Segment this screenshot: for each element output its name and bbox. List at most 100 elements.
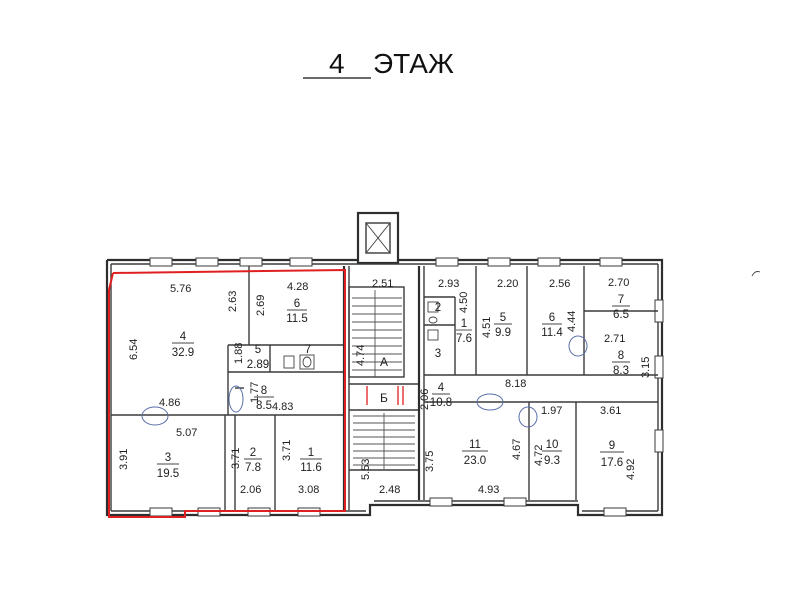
room-number: 11	[469, 439, 481, 451]
room-area: 10.8	[430, 397, 452, 409]
dimension-label: 4.74	[355, 345, 367, 366]
room-8-left: 8 8.5	[254, 385, 274, 412]
dimension-label: 2.93	[438, 278, 459, 290]
dimension-label: 8.18	[505, 378, 526, 390]
dimension-label: 2.48	[379, 484, 400, 496]
room-10: 10 9.3	[542, 439, 562, 467]
room-number: 6	[294, 298, 300, 310]
dimension-label: 5.07	[176, 427, 197, 439]
dimension-label: 4.92	[625, 459, 637, 480]
dimension-label: 1.97	[541, 405, 562, 417]
dimension-label: 3.15	[640, 357, 652, 378]
room-number: 2	[435, 302, 441, 314]
stair-a-label: А	[380, 355, 388, 369]
room-6-right: 6 11.4	[541, 312, 563, 339]
room-9: 9 17.6	[600, 440, 624, 469]
room-2-right: 2	[435, 302, 441, 314]
room-2-left: 2 7.8	[244, 447, 262, 474]
room-area: 7.8	[245, 462, 261, 474]
pen-mark	[751, 271, 761, 277]
floor-word: ЭТАЖ	[373, 48, 454, 79]
dimension-label: 1.77	[249, 382, 261, 403]
room-1-right: 1 7.6	[456, 318, 472, 345]
room-area: 8.3	[613, 365, 629, 377]
room-area: 2.89	[247, 359, 269, 371]
stair-b-label: Б	[380, 391, 388, 405]
dimension-label: 4.93	[478, 484, 499, 496]
dimension-label: 2.63	[227, 291, 239, 312]
room-number: 1	[461, 318, 467, 330]
room-area: 9.3	[544, 455, 560, 467]
room-number: 2	[250, 447, 256, 459]
room-number: 1	[308, 447, 314, 459]
room-5-right: 5 9.9	[494, 312, 512, 339]
room-number: 7	[618, 294, 624, 306]
room-number: 6	[549, 312, 555, 324]
room-number: 3	[435, 348, 441, 360]
room-number: 8	[261, 385, 267, 397]
room-area: 32.9	[172, 347, 194, 359]
stair-a: А	[348, 286, 405, 378]
stair-b: Б	[349, 383, 419, 471]
room-area: 8.5	[256, 400, 272, 412]
dimension-label: 3.71	[281, 440, 293, 461]
dimension-label: 2.06	[240, 484, 261, 496]
dimension-label: 4.83	[272, 401, 293, 413]
dimension-label: 3.08	[298, 484, 319, 496]
dimension-label: 4.86	[159, 397, 180, 409]
room-number: 8	[618, 350, 624, 362]
dimension-label: 3.61	[600, 405, 621, 417]
room-area: 19.5	[157, 468, 179, 480]
floor-number: 4	[329, 48, 345, 79]
room-8-right: 8 8.3	[612, 350, 630, 377]
room-number: 3	[165, 452, 171, 464]
room-5-left: 5 2.89	[247, 344, 269, 371]
dimension-label: 4.51	[481, 317, 493, 338]
sanitary-fixtures	[283, 301, 439, 370]
room-number: 7	[305, 344, 311, 356]
dimension-label: 5.76	[170, 283, 191, 295]
dimension-label: 2.69	[255, 295, 267, 316]
dimension-label: 3.75	[424, 451, 436, 472]
room-area: 11.6	[300, 462, 322, 474]
right-block-walls	[417, 266, 658, 500]
room-number: 4	[438, 382, 445, 394]
floor-title: 4 ЭТАЖ	[303, 48, 454, 79]
room-area: 9.9	[495, 327, 511, 339]
dimension-label: 2.20	[497, 278, 518, 290]
room-11: 11 23.0	[462, 439, 488, 467]
room-area: 11.5	[286, 313, 308, 325]
room-4-left: 4 32.9	[172, 331, 194, 359]
dimension-label: 4.67	[511, 439, 523, 460]
room-number: 9	[609, 440, 615, 452]
windows-top	[149, 257, 623, 267]
dimension-label: 4.44	[566, 311, 578, 332]
dimension-label: 1.88	[233, 343, 245, 364]
room-area: 7.6	[456, 333, 472, 345]
hand-markings	[141, 335, 588, 428]
dimension-label: 5.53	[360, 459, 372, 480]
room-labels: 4 32.9 6 11.5 5 2.89 7 8 8.5 3	[157, 294, 630, 480]
dimension-label: 2.70	[608, 277, 629, 289]
room-3-right: 3	[435, 348, 441, 360]
room-number: 5	[500, 312, 506, 324]
dimension-label: 4.28	[287, 281, 308, 293]
dimension-label: 2.51	[372, 278, 393, 290]
dimension-labels: 5.76 2.63 2.69 4.28 6.54 1.88 1.77 4.86 …	[118, 277, 652, 496]
room-7-right: 7 6.5	[612, 294, 630, 321]
room-number: 10	[546, 439, 559, 451]
room-number: 5	[255, 344, 261, 356]
elevator-shaft	[356, 211, 400, 265]
room-1-left: 1 11.6	[300, 447, 322, 474]
room-6-left: 6 11.5	[286, 298, 308, 325]
dimension-label: 2.71	[604, 333, 625, 345]
room-area: 6.5	[613, 309, 629, 321]
dimension-label: 2.56	[549, 278, 570, 290]
room-number: 4	[180, 331, 187, 343]
room-area: 11.4	[541, 327, 563, 339]
dimension-label: 4.50	[458, 292, 470, 313]
room-area: 23.0	[464, 455, 486, 467]
room-7-left: 7	[305, 344, 311, 356]
dimension-label: 3.91	[118, 449, 130, 470]
